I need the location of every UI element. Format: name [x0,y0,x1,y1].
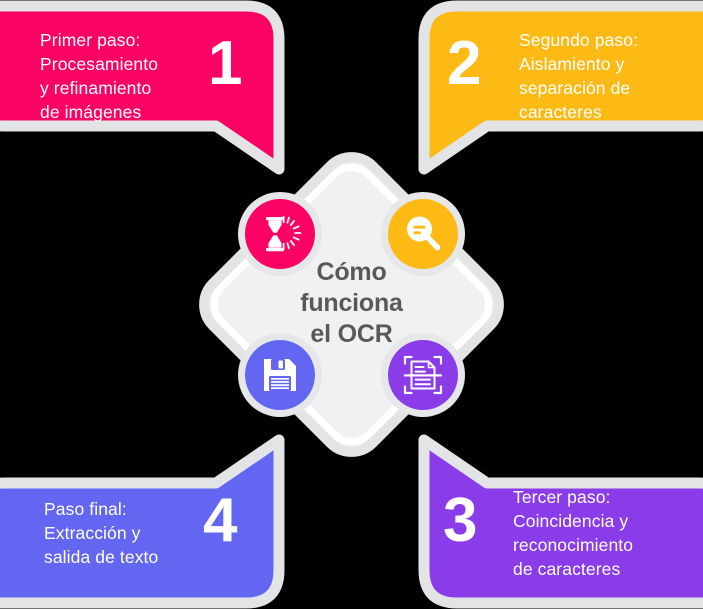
step-3-label: Tercer paso: Coincidencia y reconocimien… [513,487,634,579]
floppy-save-icon [264,359,296,391]
document-scan-icon [403,355,443,395]
step-1-label: Primer paso: Procesamiento y refinamient… [40,30,159,122]
step-2-callout-shape [418,0,703,175]
center-title: Cómo funciona el OCR [300,258,403,348]
floppy-save-icon-bubble[interactable] [238,333,322,417]
step-4-callout-shape [0,434,285,609]
magnifier-text-icon-bubble[interactable] [381,192,465,276]
hourglass-icon [266,215,302,252]
magnifier-text-icon [407,216,441,251]
step-2-number: 2 [447,29,481,98]
hourglass-icon-bubble[interactable] [238,192,322,276]
step-4-number: 4 [203,486,237,555]
step-1-callout[interactable] [0,0,285,175]
step-3-number: 3 [443,486,477,555]
step-3-callout-shape [418,434,703,609]
step-3-callout[interactable] [418,434,703,609]
step-2-label: Segundo paso: Aislamiento y separación d… [519,30,639,122]
hourglass-icon-circle [245,199,315,269]
step-1-callout-shape [0,0,285,175]
document-scan-icon-bubble[interactable] [381,333,465,417]
step-2-callout[interactable] [418,0,703,175]
step-4-callout[interactable] [0,434,285,609]
step-4-label: Paso final: Extracción y salida de texto [44,499,159,567]
step-1-number: 1 [208,29,242,98]
